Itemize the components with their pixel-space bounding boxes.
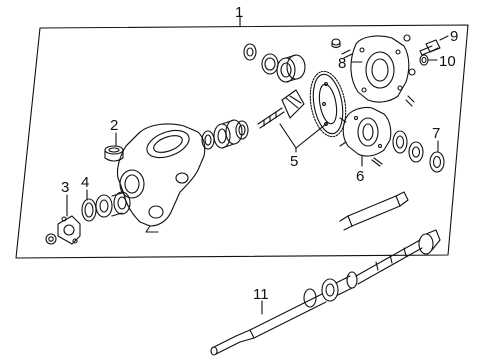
part-3-companion-flange bbox=[45, 215, 81, 245]
part-4-pinion-seal bbox=[81, 198, 97, 222]
differential-carrier-housing bbox=[116, 123, 206, 233]
callout-8: 8 bbox=[338, 55, 346, 72]
callout-1: 1 bbox=[235, 4, 243, 21]
part-6-differential-case bbox=[339, 106, 392, 167]
callout-11: 11 bbox=[253, 286, 269, 303]
callout-4: 4 bbox=[81, 174, 89, 191]
callout-5: 5 bbox=[290, 153, 298, 170]
pinion-bearing-stack bbox=[201, 119, 249, 150]
callout-7: 7 bbox=[432, 125, 440, 142]
part-11-drive-shaft bbox=[210, 229, 441, 356]
callout-9: 9 bbox=[450, 28, 458, 45]
callout-3: 3 bbox=[61, 179, 69, 196]
callout-6: 6 bbox=[356, 168, 364, 185]
part-2-vent-bushing bbox=[104, 145, 124, 162]
callout-10: 10 bbox=[439, 53, 456, 70]
part-9-bolt bbox=[419, 39, 441, 56]
side-bearing-stack bbox=[392, 130, 424, 163]
part-8-rear-cover bbox=[331, 34, 416, 107]
upper-bearing-stack bbox=[243, 43, 306, 83]
sealant-tube bbox=[339, 191, 409, 231]
front-bearing-stack bbox=[95, 191, 131, 218]
assembly-frame bbox=[15, 24, 469, 259]
part-10-washer bbox=[419, 54, 429, 66]
callout-2: 2 bbox=[110, 117, 118, 134]
leader-9 bbox=[439, 35, 449, 41]
part-7-side-seal bbox=[429, 151, 445, 173]
part-5-drive-pinion bbox=[257, 89, 305, 129]
part-5-ring-gear bbox=[309, 70, 347, 138]
